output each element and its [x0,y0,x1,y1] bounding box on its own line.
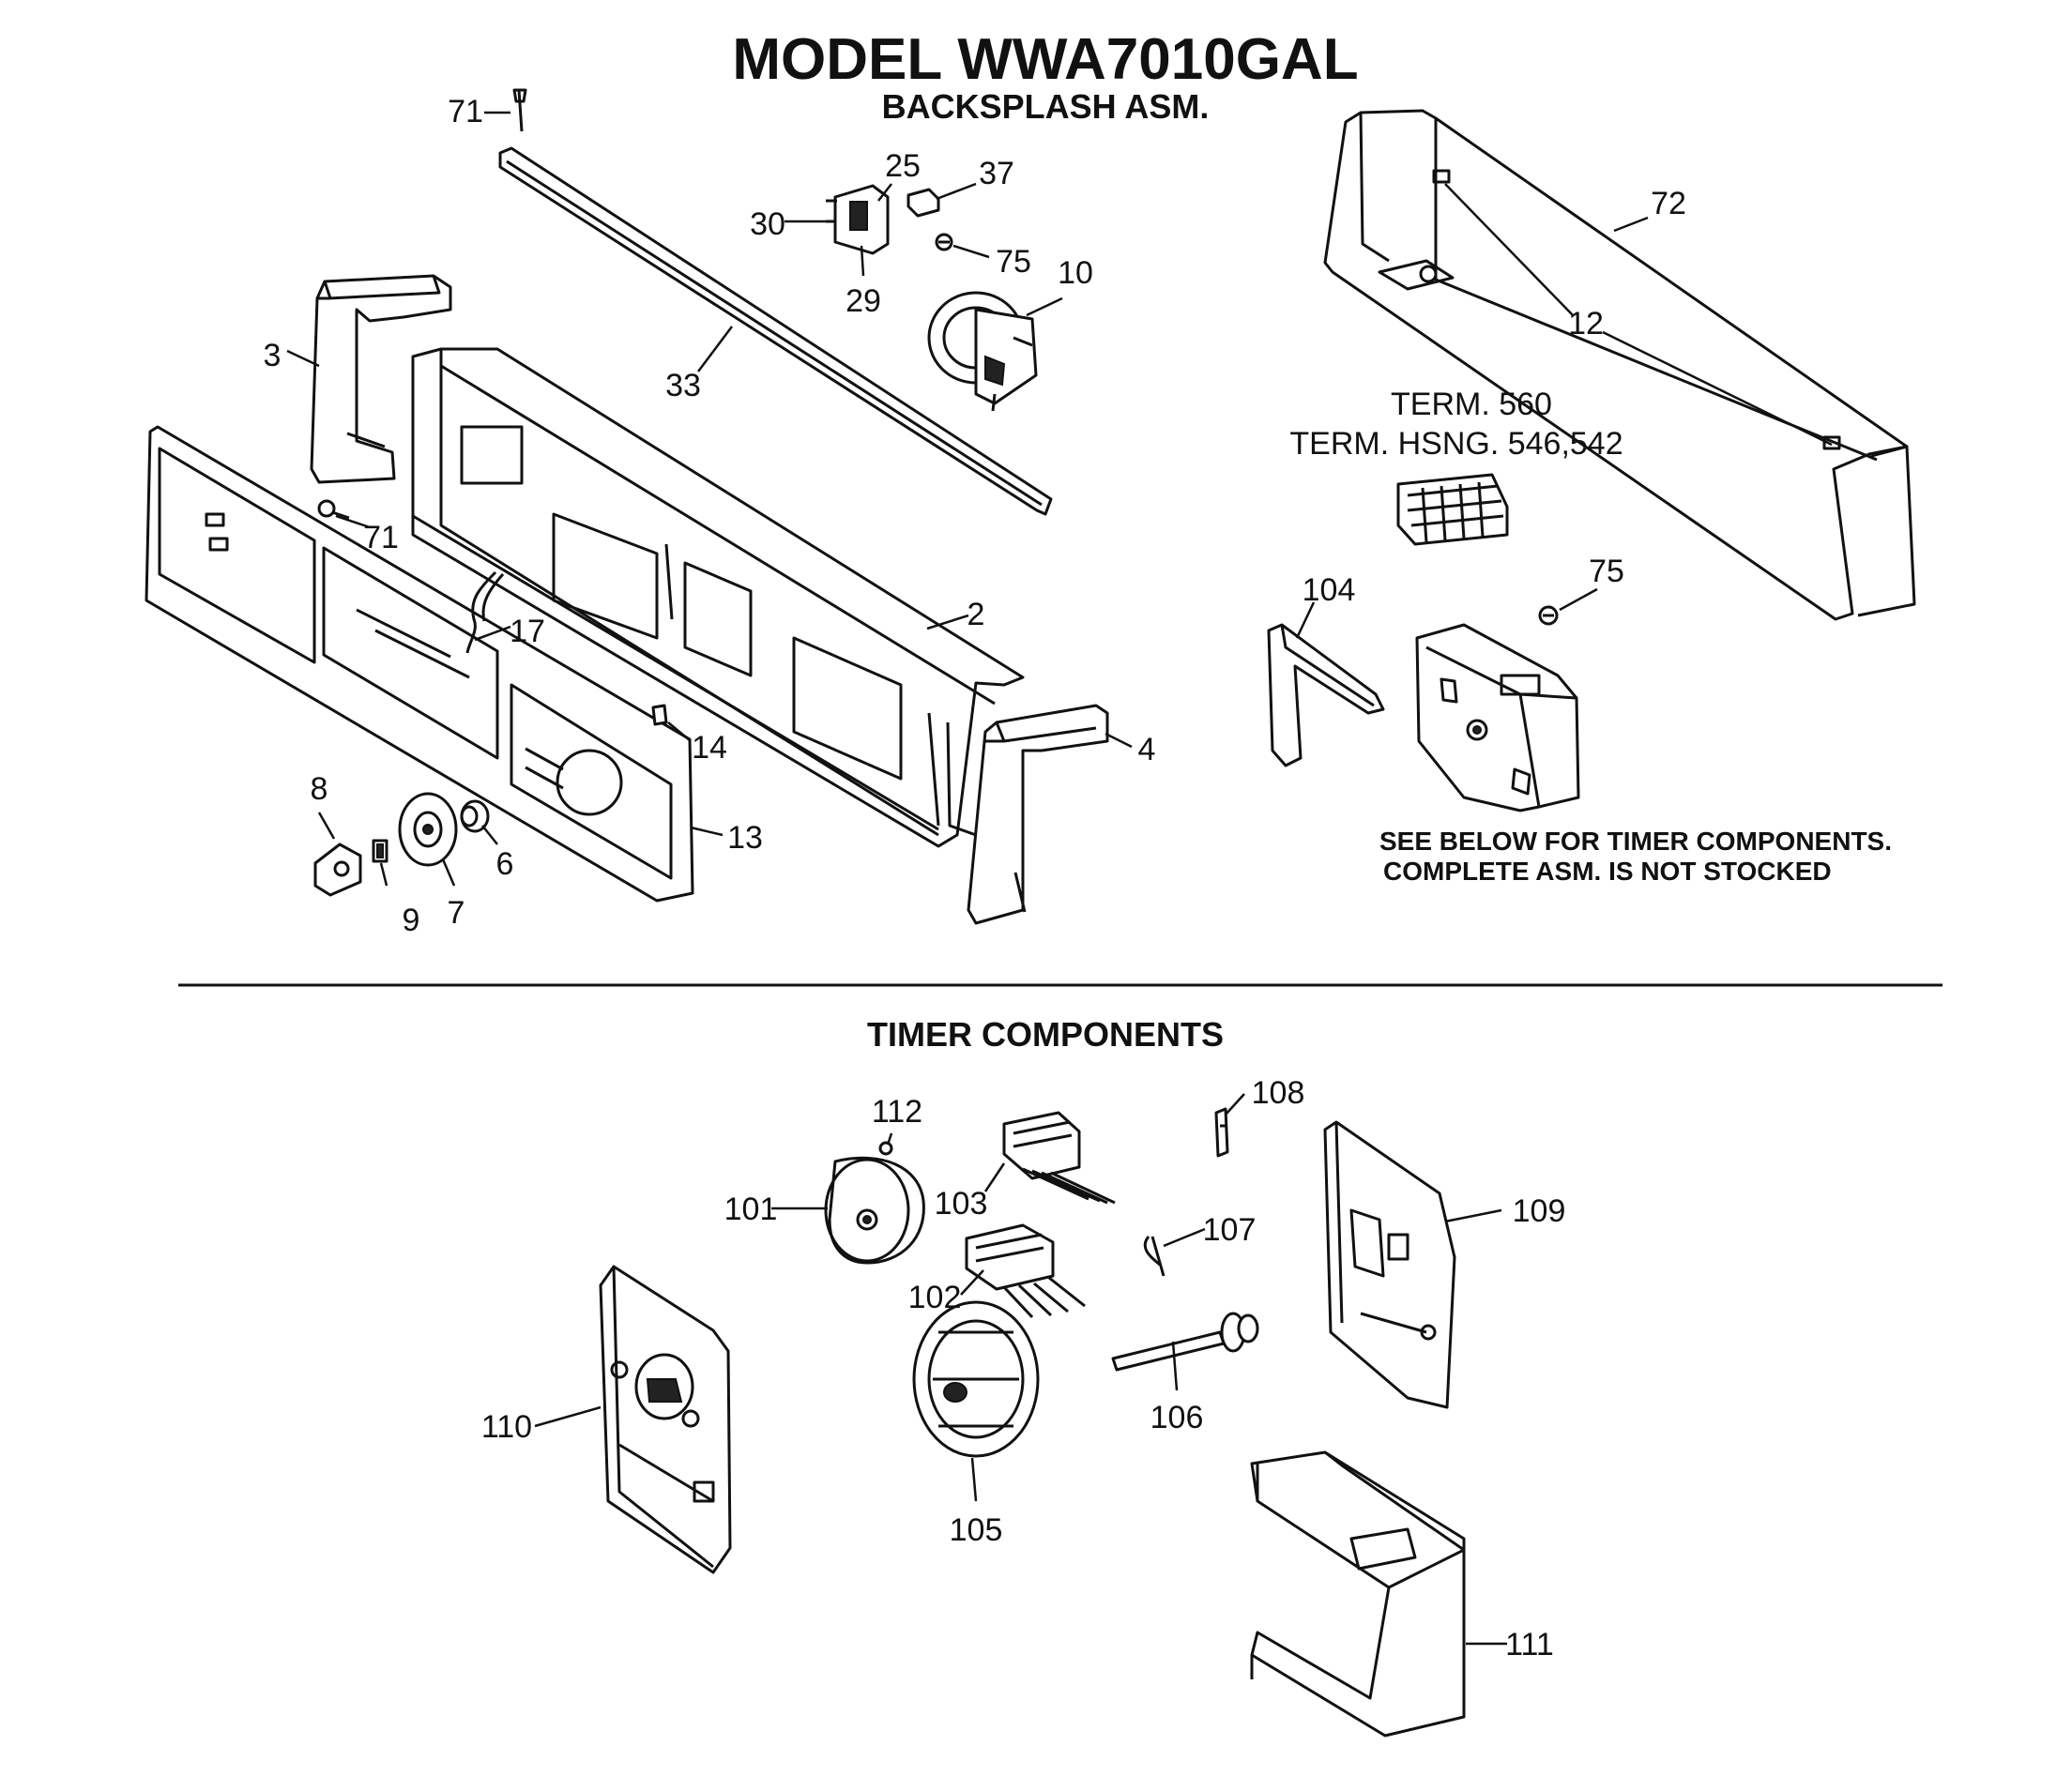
part-102-connector [965,1223,1086,1319]
part-108-clip [1214,1107,1229,1158]
callout-2: 2 [967,597,985,632]
callout-33: 33 [665,368,701,403]
part-107-spring [1143,1236,1166,1277]
callout-9: 9 [403,903,420,938]
callout-13: 13 [727,820,763,856]
callout-30: 30 [750,206,785,242]
callout-71-top: 71 [448,94,483,129]
part-75-screw-a [935,233,953,251]
callout-108: 108 [1252,1075,1305,1111]
callout-109: 109 [1513,1193,1566,1229]
part-4-right-endcap [967,704,1109,925]
section-title: TIMER COMPONENTS [867,1015,1224,1054]
callout-72: 72 [1651,186,1686,221]
callout-12: 12 [1568,306,1604,342]
leader-lines [286,111,1833,1646]
callout-112: 112 [872,1094,922,1130]
part-33-top-strip [498,146,1053,516]
callout-102: 102 [908,1280,962,1315]
callout-75-top: 75 [996,244,1031,280]
part-9-spring [372,839,388,863]
part-10-pressure-switch [927,291,1038,412]
callout-4: 4 [1138,732,1156,767]
part-17-wire [465,570,505,654]
callout-111: 111 [1505,1627,1554,1662]
note-line-1: SEE BELOW FOR TIMER COMPONENTS. [1379,827,1892,856]
callout-14: 14 [692,730,727,766]
callout-110: 110 [481,1409,532,1445]
callout-71-mid: 71 [363,520,399,555]
note-line-2: COMPLETE ASM. IS NOT STOCKED [1383,857,1832,886]
part-25-switch [826,184,890,255]
diagram-subtitle: BACKSPLASH ASM. [882,87,1210,126]
timer-assembly [1415,623,1580,812]
callout-8: 8 [311,771,328,807]
callout-17: 17 [510,614,545,649]
part-6-knob [460,799,490,833]
part-2-console-housing [411,347,1025,848]
part-101-motor [824,1156,925,1265]
callout-75-right: 75 [1589,554,1624,589]
callout-10: 10 [1058,255,1093,291]
callout-6: 6 [496,846,514,882]
callout-7: 7 [448,895,465,931]
diagram-title: MODEL WWA7010GAL [732,27,1358,92]
callout-104: 104 [1303,572,1356,608]
terminal-label-1: TERM. 560 [1391,387,1552,422]
part-112-screw [878,1141,893,1156]
part-14-clip [651,704,668,726]
callout-103: 103 [935,1186,988,1222]
callout-29: 29 [846,283,881,319]
callout-105: 105 [950,1512,1003,1548]
part-110-timer-plate [599,1265,732,1574]
part-7-dial [398,792,458,867]
part-109-bracket [1323,1120,1456,1409]
callout-107: 107 [1203,1212,1257,1248]
part-75-screw-b [1538,605,1559,626]
terminal-label-2: TERM. HSNG. 546,542 [1289,426,1623,462]
callout-37: 37 [979,156,1014,191]
callout-25: 25 [885,148,921,184]
part-37-clip [906,188,940,218]
callout-3: 3 [264,338,282,373]
part-71-screw-mid [317,499,350,520]
part-105-cam [912,1300,1040,1458]
part-8-knob-insert [313,842,362,897]
part-72-rear-cover [1323,109,1916,621]
part-13-front-panel [145,425,694,903]
part-71-screw-top [512,88,527,132]
part-3-left-endcap [310,274,452,484]
callout-101: 101 [724,1192,778,1227]
part-104-bracket [1267,623,1385,767]
part-111-cover [1250,1450,1466,1738]
part-103-connector [1002,1111,1116,1205]
terminal-block [1396,473,1509,546]
callout-106: 106 [1150,1400,1204,1435]
part-106-shaft [1111,1312,1259,1372]
